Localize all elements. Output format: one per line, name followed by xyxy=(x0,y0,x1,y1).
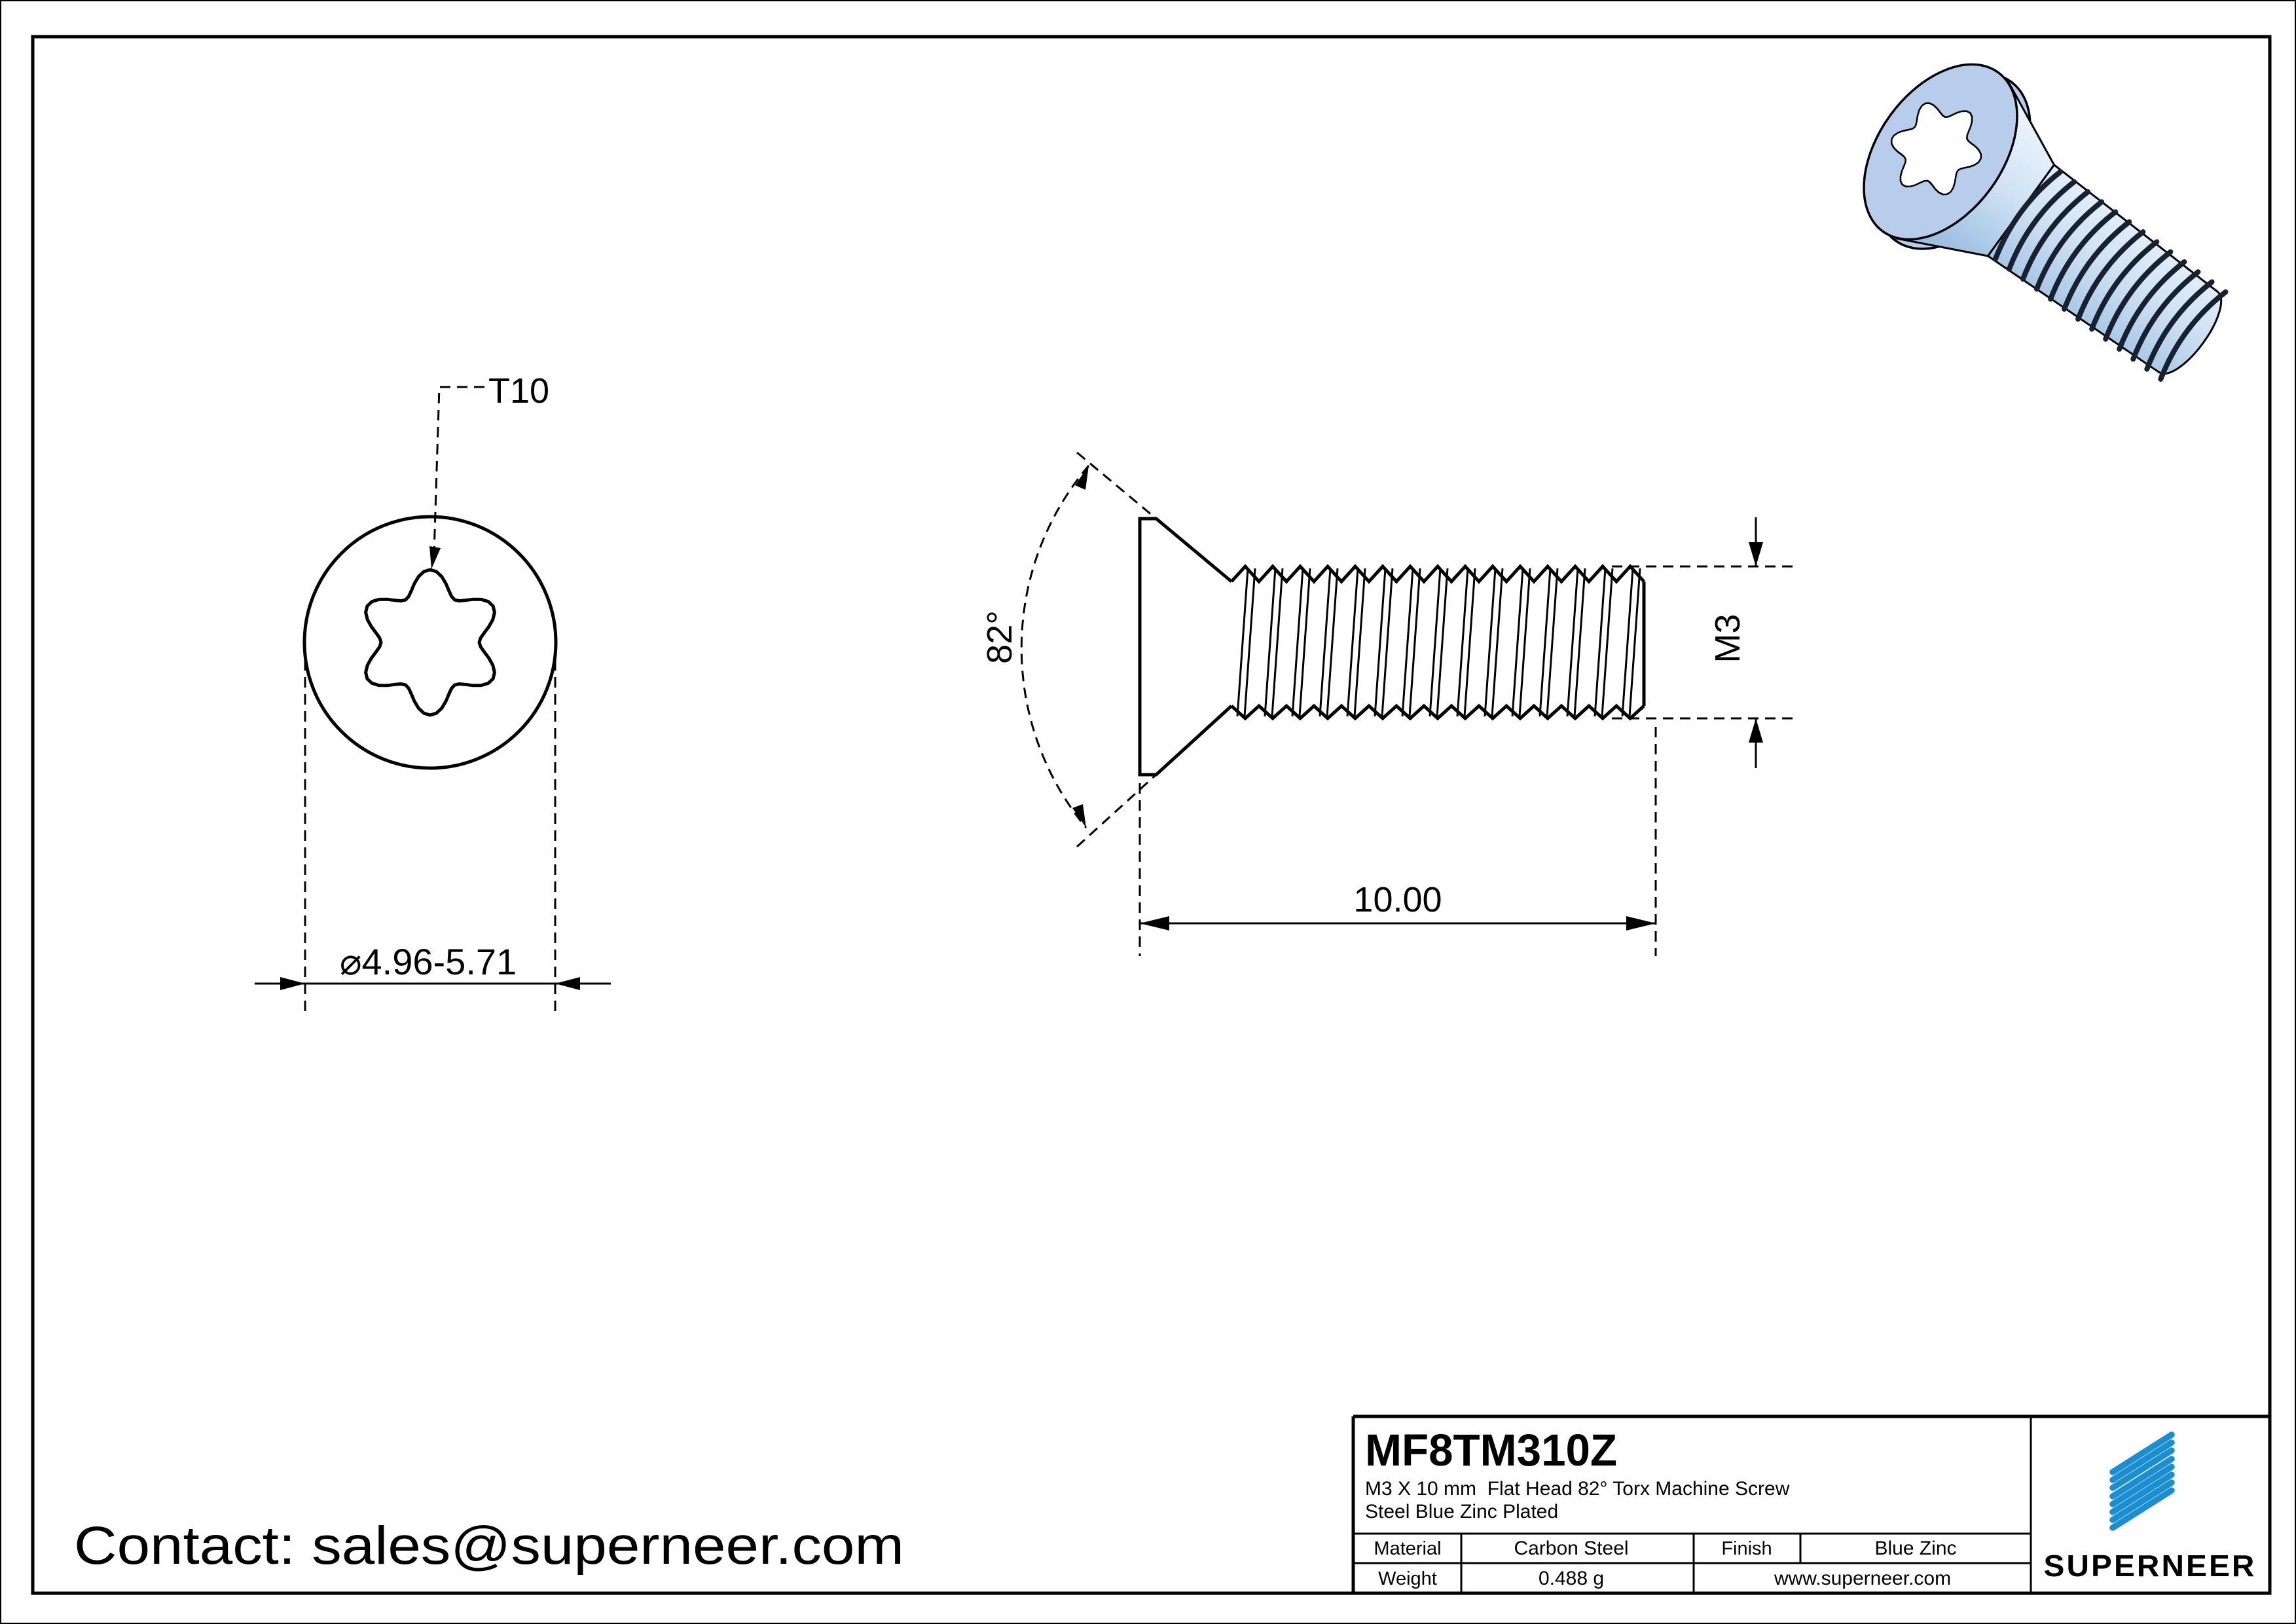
head-angle-label: 82° xyxy=(980,610,1019,664)
website-link: www.superneer.com xyxy=(1774,1568,1951,1589)
finish-value: Blue Zinc xyxy=(1874,1538,1956,1559)
logo-stripes-icon xyxy=(2113,1435,2172,1528)
brand-logo: SUPERNEER xyxy=(2044,1435,2257,1583)
contact-line: Contact: sales@superneer.com xyxy=(74,1516,904,1576)
head-diameter-label: ⌀4.96-5.71 xyxy=(340,941,517,982)
dim-arrowhead-icon xyxy=(555,977,580,990)
finish-label: Finish xyxy=(1721,1538,1772,1559)
leader-arrowhead-icon xyxy=(429,546,441,569)
thread-flank-lines xyxy=(1237,568,1640,716)
part-number: MF8TM310Z xyxy=(1365,1425,1617,1475)
description-line2: Steel Blue Zinc Plated xyxy=(1365,1501,1558,1522)
dim-arrowhead-icon xyxy=(280,977,305,990)
dim-arrowhead-icon xyxy=(1626,916,1656,931)
weight-label: Weight xyxy=(1378,1568,1437,1589)
dim-arrowhead-icon xyxy=(1749,718,1763,743)
angle-side-line-bottom xyxy=(1077,775,1156,847)
dim-arrowhead-icon xyxy=(1749,542,1763,566)
front-view: T10 ⌀4.96-5.71 xyxy=(255,371,611,1014)
screw-head-profile xyxy=(1140,519,1231,775)
screw-3d-render xyxy=(1832,36,2261,422)
length-label: 10.00 xyxy=(1353,880,1442,919)
weight-value: 0.488 g xyxy=(1539,1568,1604,1589)
angle-dimension-arc xyxy=(1021,466,1089,828)
material-label: Material xyxy=(1374,1538,1441,1559)
leader-line xyxy=(434,387,484,553)
dim-arrowhead-icon xyxy=(1140,916,1169,931)
thread-crest-top xyxy=(1231,566,1644,581)
arc-arrowhead-icon xyxy=(1075,466,1089,490)
material-value: Carbon Steel xyxy=(1514,1538,1628,1559)
side-view: 82° 10.00 M3 xyxy=(980,452,1797,956)
head-outline-circle xyxy=(304,517,556,768)
brand-name: SUPERNEER xyxy=(2044,1549,2257,1583)
drawing-frame xyxy=(33,37,2270,1593)
arc-arrowhead-icon xyxy=(1072,804,1086,828)
angle-side-line-top xyxy=(1077,452,1156,519)
description-line1: M3 X 10 mm Flat Head 82° Torx Machine Sc… xyxy=(1365,1478,1790,1500)
thread-size-label: M3 xyxy=(1708,614,1747,663)
drive-size-label: T10 xyxy=(488,371,549,411)
torx-recess-icon xyxy=(366,570,495,715)
